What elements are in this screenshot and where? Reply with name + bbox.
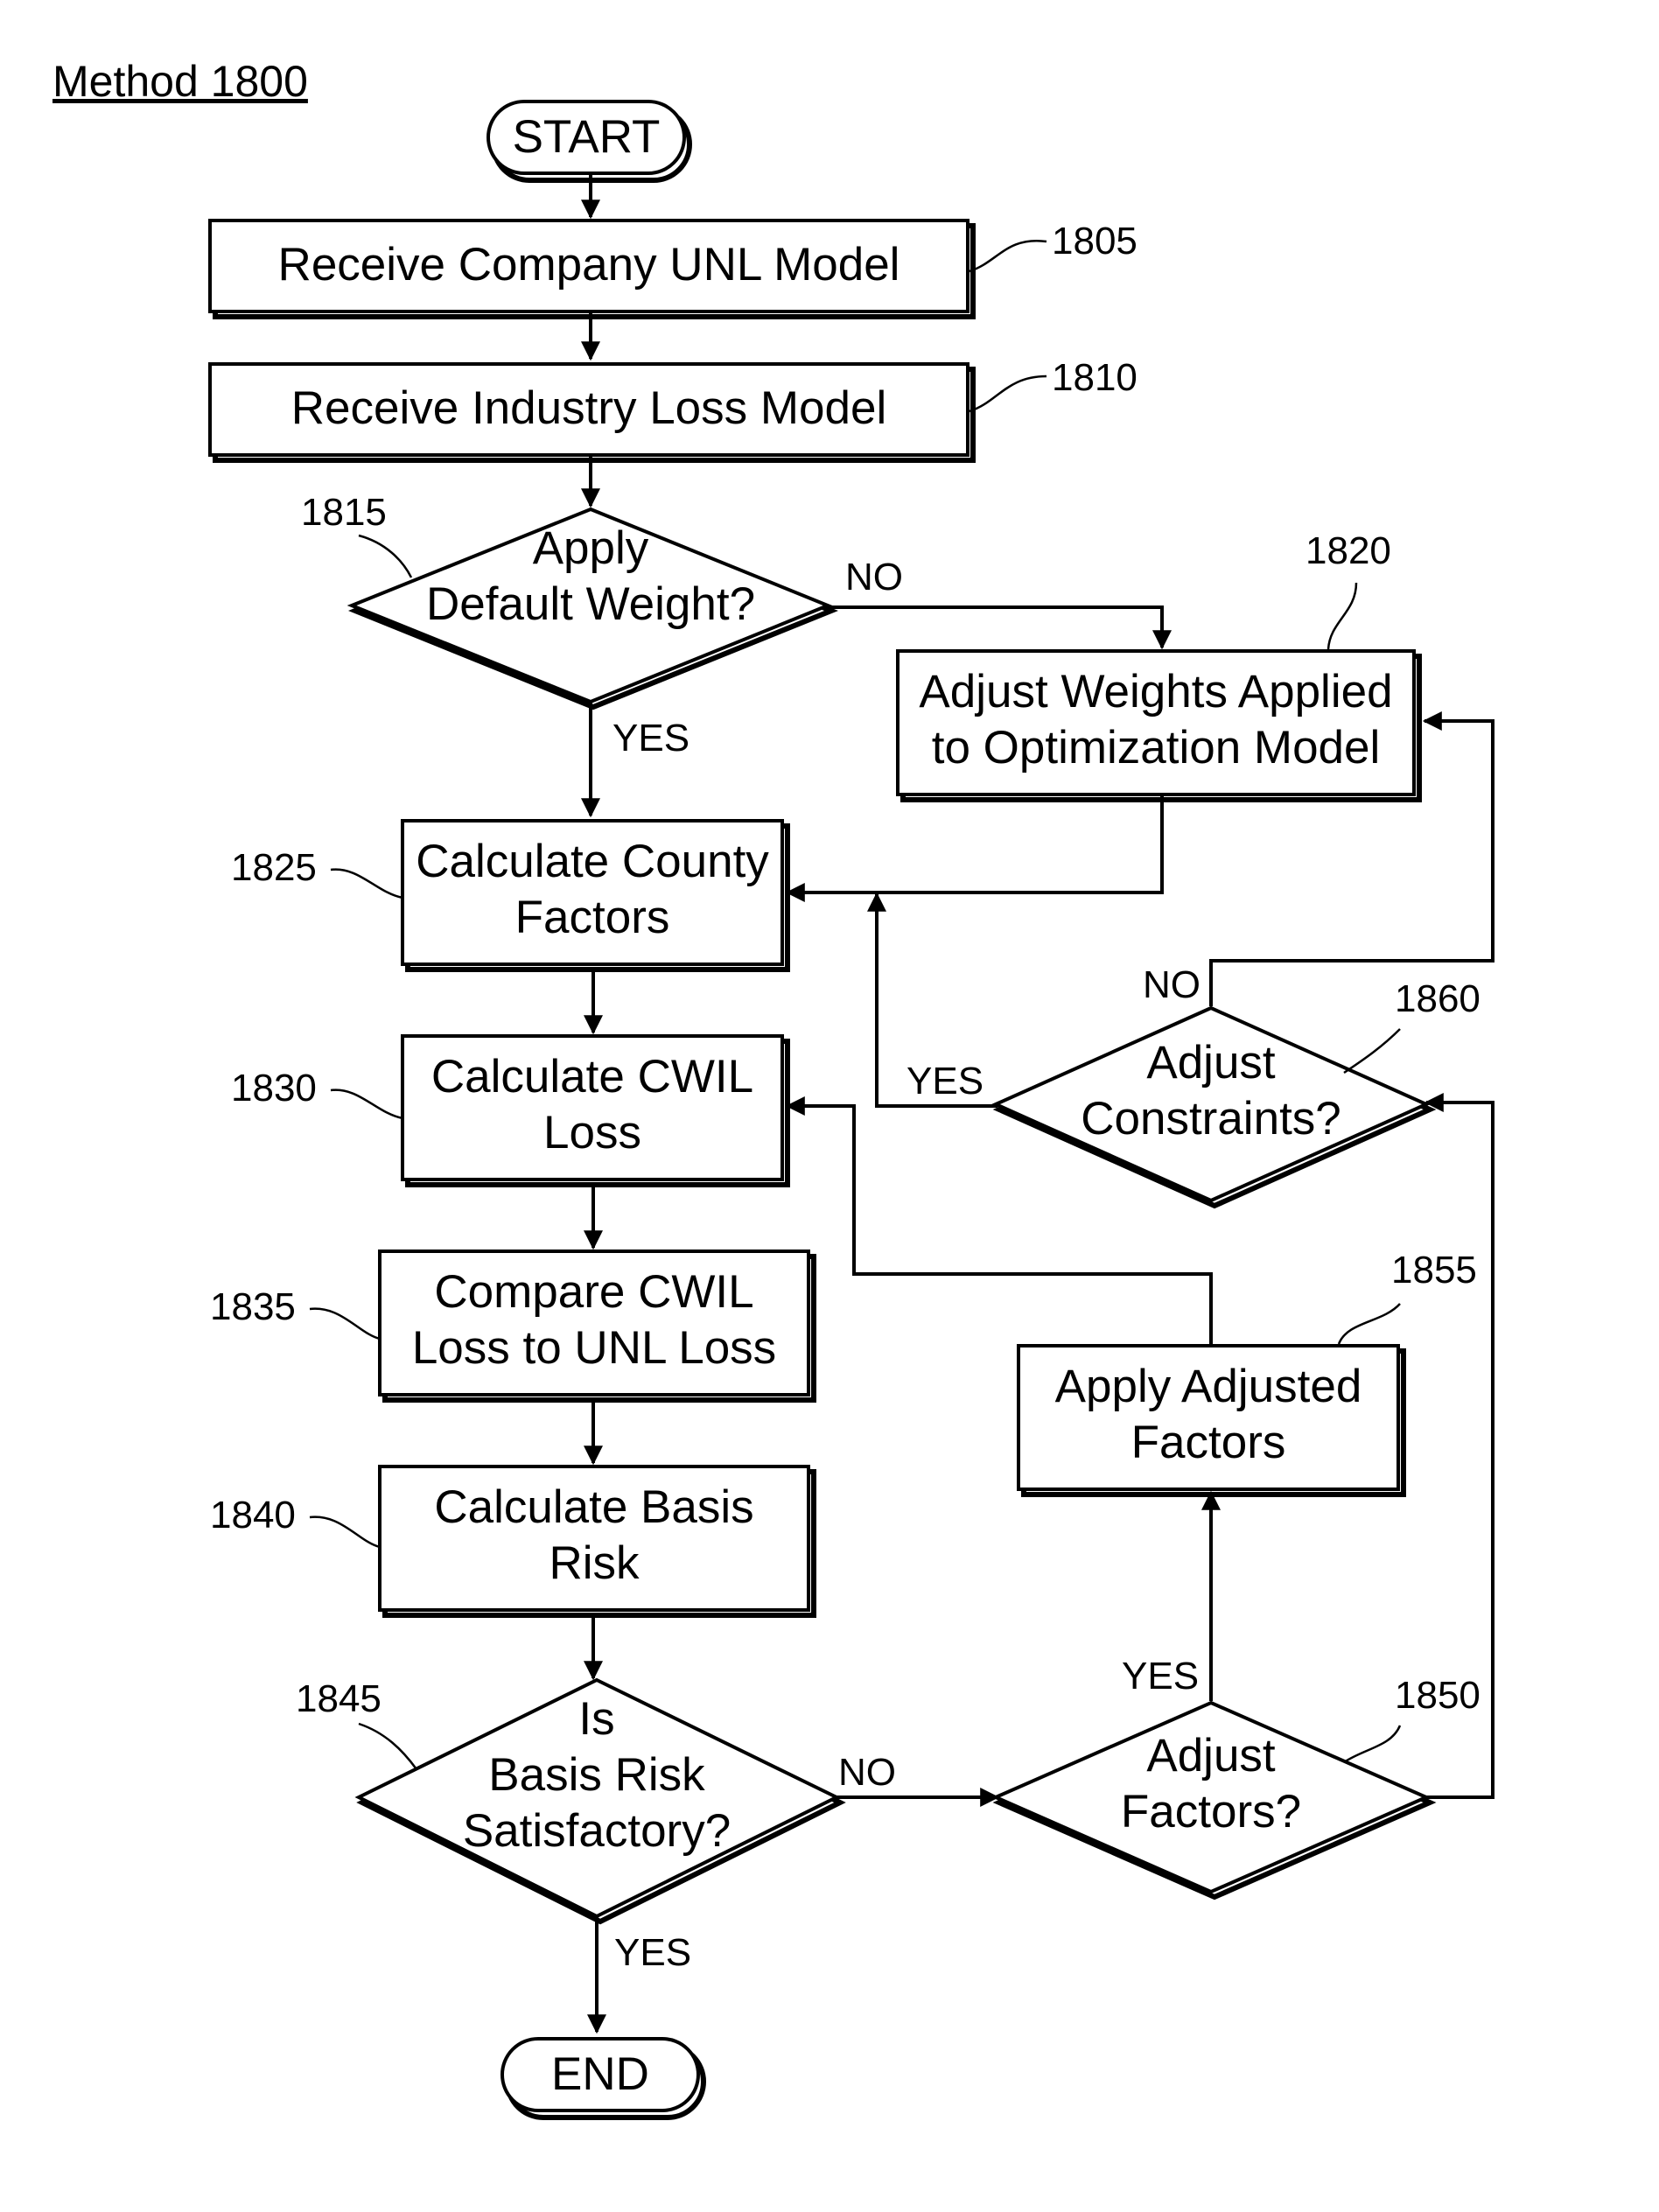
edge-label-1845-yes: YES bbox=[614, 1931, 691, 1974]
edge-label-1860-no: NO bbox=[1143, 963, 1200, 1006]
decision-1845-line-3: Satisfactory? bbox=[463, 1805, 731, 1857]
edge-1815-no-1820 bbox=[828, 607, 1162, 648]
terminal-start: START bbox=[488, 102, 690, 180]
ref-1830: 1830 bbox=[231, 1067, 317, 1110]
start-label: START bbox=[513, 111, 661, 163]
decision-1850-line-1: Adjust bbox=[1146, 1730, 1276, 1782]
step-1855-line-1: Apply Adjusted bbox=[1055, 1361, 1362, 1412]
step-1805-line-1: Receive Company UNL Model bbox=[278, 239, 900, 290]
decision-1815-line-2: Default Weight? bbox=[426, 578, 755, 630]
step-1855-line-2: Factors bbox=[1131, 1417, 1286, 1468]
step-1835: Compare CWIL Loss to UNL Loss bbox=[380, 1251, 814, 1400]
step-1830-line-2: Loss bbox=[543, 1107, 641, 1158]
decision-1845: Is Basis Risk Satisfactory? bbox=[359, 1680, 840, 1922]
step-1825-line-2: Factors bbox=[515, 892, 670, 943]
step-1840: Calculate Basis Risk bbox=[380, 1466, 814, 1615]
step-1820: Adjust Weights Applied to Optimization M… bbox=[898, 651, 1419, 800]
step-1810: Receive Industry Loss Model bbox=[210, 364, 973, 460]
step-1855: Apply Adjusted Factors bbox=[1018, 1346, 1404, 1494]
edge-1820-1825 bbox=[788, 796, 1162, 892]
step-1840-line-1: Calculate Basis bbox=[434, 1481, 753, 1533]
step-1810-line-1: Receive Industry Loss Model bbox=[291, 382, 887, 434]
ref-1845: 1845 bbox=[296, 1677, 382, 1720]
step-1835-line-2: Loss to UNL Loss bbox=[412, 1322, 776, 1374]
ref-1810: 1810 bbox=[1052, 356, 1138, 399]
decision-1850: Adjust Factors? bbox=[996, 1703, 1430, 1897]
decision-1850-line-2: Factors? bbox=[1121, 1786, 1301, 1838]
step-1820-line-1: Adjust Weights Applied bbox=[919, 666, 1392, 718]
step-1835-line-1: Compare CWIL bbox=[434, 1266, 753, 1318]
decision-1860-line-2: Constraints? bbox=[1081, 1093, 1341, 1144]
edge-label-1845-no: NO bbox=[838, 1751, 896, 1794]
ref-1855: 1855 bbox=[1391, 1249, 1477, 1292]
terminal-end: END bbox=[502, 2039, 704, 2118]
decision-1860: Adjust Constraints? bbox=[996, 1008, 1430, 1206]
edge-label-1815-yes: YES bbox=[612, 717, 690, 760]
edge-label-1850-yes: YES bbox=[1122, 1655, 1199, 1698]
ref-1860: 1860 bbox=[1395, 977, 1480, 1020]
step-1825-line-1: Calculate County bbox=[416, 836, 769, 887]
end-label: END bbox=[551, 2048, 649, 2100]
ref-1820: 1820 bbox=[1306, 529, 1391, 572]
edge-label-1860-yes: YES bbox=[906, 1060, 984, 1102]
step-1830: Calculate CWIL Loss bbox=[402, 1036, 788, 1185]
ref-1805: 1805 bbox=[1052, 220, 1138, 262]
step-1830-line-1: Calculate CWIL bbox=[431, 1051, 753, 1102]
decision-1845-line-2: Basis Risk bbox=[488, 1749, 705, 1801]
ref-1825: 1825 bbox=[231, 846, 317, 889]
step-1805: Receive Company UNL Model bbox=[210, 220, 973, 317]
ref-1835: 1835 bbox=[210, 1285, 296, 1328]
decision-1845-line-1: Is bbox=[578, 1693, 614, 1745]
step-1840-line-2: Risk bbox=[549, 1537, 640, 1589]
ref-1840: 1840 bbox=[210, 1494, 296, 1536]
step-1820-line-2: to Optimization Model bbox=[932, 722, 1381, 774]
diagram-title: Method 1800 bbox=[52, 57, 308, 106]
decision-1815-line-1: Apply bbox=[533, 522, 649, 574]
step-1825: Calculate County Factors bbox=[402, 821, 788, 970]
decision-1815: Apply Default Weight? bbox=[352, 509, 831, 707]
ref-1850: 1850 bbox=[1395, 1674, 1480, 1717]
decision-1860-line-1: Adjust bbox=[1146, 1037, 1276, 1088]
edge-label-1815-no: NO bbox=[845, 556, 903, 598]
ref-1815: 1815 bbox=[301, 491, 387, 534]
